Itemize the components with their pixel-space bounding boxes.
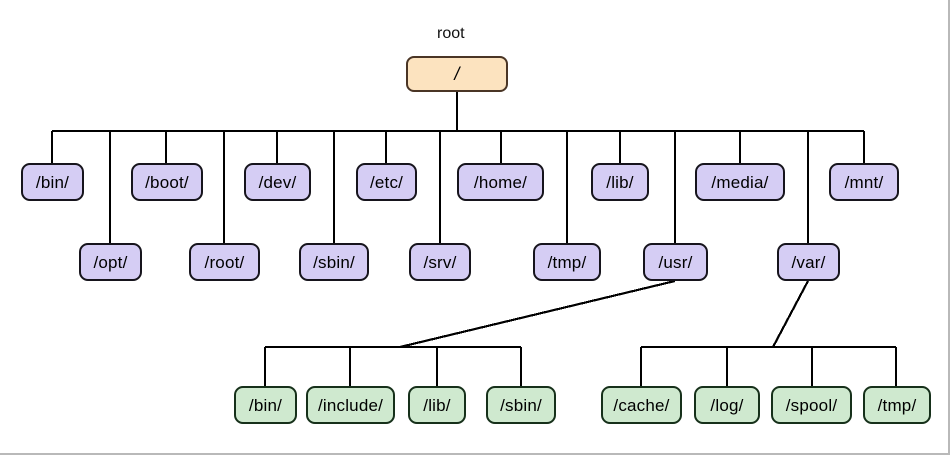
node-usr-sbin[interactable]: /sbin/	[486, 386, 556, 424]
node-usr-lib[interactable]: /lib/	[408, 386, 466, 424]
node-etc[interactable]: /etc/	[356, 163, 417, 201]
node-var-log[interactable]: /log/	[694, 386, 760, 424]
node-var-tmp[interactable]: /tmp/	[863, 386, 931, 424]
node-lib[interactable]: /lib/	[591, 163, 649, 201]
node-usr-bin[interactable]: /bin/	[234, 386, 297, 424]
node-sbin[interactable]: /sbin/	[299, 243, 369, 281]
node-var[interactable]: /var/	[777, 243, 840, 281]
node-srv[interactable]: /srv/	[409, 243, 471, 281]
node-usr-include[interactable]: /include/	[306, 386, 395, 424]
node-usr[interactable]: /usr/	[643, 243, 708, 281]
node-opt[interactable]: /opt/	[79, 243, 142, 281]
root-caption: root	[437, 25, 465, 42]
node-home[interactable]: /home/	[457, 163, 544, 201]
node-bin[interactable]: /bin/	[21, 163, 84, 201]
node-var-spool[interactable]: /spool/	[771, 386, 852, 424]
node-mnt[interactable]: /mnt/	[829, 163, 899, 201]
node-dev[interactable]: /dev/	[244, 163, 311, 201]
node-root[interactable]: /	[406, 56, 508, 92]
node-var-cache[interactable]: /cache/	[601, 386, 682, 424]
node-boot[interactable]: /boot/	[131, 163, 203, 201]
node-media[interactable]: /media/	[695, 163, 785, 201]
node-root-dir[interactable]: /root/	[189, 243, 260, 281]
node-tmp[interactable]: /tmp/	[533, 243, 601, 281]
